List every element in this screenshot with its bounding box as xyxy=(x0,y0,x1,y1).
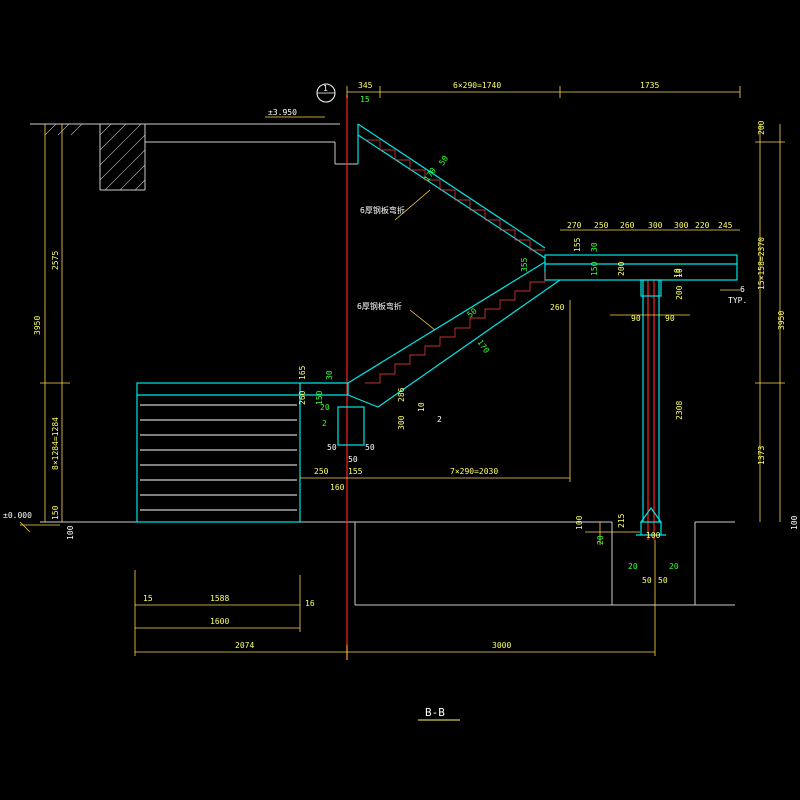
dim-90-left: 90 xyxy=(631,314,641,323)
dim-300: 300 xyxy=(397,415,406,430)
dim-50-lower: 50 xyxy=(466,306,479,319)
dim-50-c: 50 xyxy=(365,443,375,452)
dim-90-right: 90 xyxy=(665,314,675,323)
dim-150-landing: 150 xyxy=(315,390,324,405)
dim-bottom-3000: 3000 xyxy=(492,641,511,650)
dim-foot-50b: 50 xyxy=(658,576,668,585)
level-ground: ±0.000 xyxy=(3,511,32,520)
dimension-lines xyxy=(19,86,785,660)
dim-foot-100: 100 xyxy=(575,515,584,530)
dim-right-total: 3950 xyxy=(777,311,786,330)
dim-10-landing: 10 xyxy=(417,402,426,412)
axis-bubble-label: 1 xyxy=(323,84,328,93)
dim-15: 15 xyxy=(360,95,370,104)
dim-260-mid: 260 xyxy=(550,303,565,312)
dim-1735: 1735 xyxy=(640,81,659,90)
dim-left-steps: 8×1284=1284 xyxy=(51,417,60,470)
upper-plate-label: 6厚钢板弯折 xyxy=(360,205,405,215)
existing-structure xyxy=(30,123,735,606)
dim-beam-3: 260 xyxy=(620,221,635,230)
dim-10-col: 10 xyxy=(675,268,684,278)
dim-355: 355 xyxy=(520,257,529,272)
dim-left-2575: 2575 xyxy=(51,251,60,270)
dim-beam-6: 220 xyxy=(695,221,710,230)
dim-beam-7: 245 xyxy=(718,221,733,230)
level-top: ±3.950 xyxy=(268,108,297,117)
section-title: B-B xyxy=(425,706,445,719)
dim-30-landing: 30 xyxy=(325,370,334,380)
dim-beam-1: 270 xyxy=(567,221,582,230)
dim-foot-20: 20 xyxy=(596,535,605,545)
step-profiles xyxy=(365,139,546,384)
dim-foot-50a: 50 xyxy=(642,576,652,585)
dim-2-landing: 2 xyxy=(322,419,327,428)
dim-20-landing: 20 xyxy=(320,403,330,412)
dim-foot-100b: 100 xyxy=(646,531,661,540)
dim-200-beam: 200 xyxy=(617,261,626,276)
dim-right-1373: 1373 xyxy=(757,446,766,465)
dim-bottom-1588: 1588 xyxy=(210,594,229,603)
dim-50-b: 50 xyxy=(348,455,358,464)
dim-10-beam: 10 xyxy=(673,268,682,278)
dim-bottom-16: 16 xyxy=(305,599,315,608)
axis-lines xyxy=(346,95,655,660)
dim-50-upper: 50 xyxy=(437,154,450,167)
dim-160: 160 xyxy=(330,483,345,492)
dim-beam-5: 300 xyxy=(674,221,689,230)
lower-plate-label: 6厚钢板弯折 xyxy=(357,301,402,311)
dim-bottom-1600: 1600 xyxy=(210,617,229,626)
dim-left-150: 150 xyxy=(51,505,60,520)
dim-beam-2: 250 xyxy=(594,221,609,230)
dim-run-lower: 7×290=2030 xyxy=(450,467,498,476)
dim-2b-landing: 2 xyxy=(437,415,442,424)
typ-label: TYP. xyxy=(728,296,747,305)
dim-right-steps: 15×158=2370 xyxy=(757,237,766,290)
hatch-wall xyxy=(44,123,146,191)
dim-165: 165 xyxy=(298,365,307,380)
dim-bottom-15: 15 xyxy=(143,594,153,603)
stair-structure xyxy=(136,123,738,536)
dim-foot-20a: 20 xyxy=(628,562,638,571)
dim-155-landing: 155 xyxy=(348,467,363,476)
dim-foot-20b: 20 xyxy=(669,562,679,571)
dim-beam-4: 300 xyxy=(648,221,663,230)
dim-155: 155 xyxy=(573,237,582,252)
stair-treads-left xyxy=(140,404,297,511)
dim-left-total: 3950 xyxy=(33,316,42,335)
dim-foot-215: 215 xyxy=(617,513,626,528)
dim-250: 250 xyxy=(314,467,329,476)
dim-170-lower: 170 xyxy=(475,338,491,355)
weld-label: 6 xyxy=(740,285,745,294)
dim-286: 286 xyxy=(397,387,406,402)
dim-345: 345 xyxy=(358,81,373,90)
dim-150-beam: 150 xyxy=(590,261,599,276)
dim-right-200: 200 xyxy=(757,120,766,135)
dim-left-100: 100 xyxy=(66,525,75,540)
dim-200-col: 200 xyxy=(675,285,684,300)
axis-bubble: 1 xyxy=(316,83,336,103)
dim-30: 30 xyxy=(590,242,599,252)
dim-run-upper: 6×290=1740 xyxy=(453,81,501,90)
dim-bottom-2074: 2074 xyxy=(235,641,254,650)
dim-2308: 2308 xyxy=(675,401,684,420)
dim-right-100: 100 xyxy=(790,515,799,530)
dim-50-a: 50 xyxy=(327,443,337,452)
dim-260-landing: 260 xyxy=(298,390,307,405)
